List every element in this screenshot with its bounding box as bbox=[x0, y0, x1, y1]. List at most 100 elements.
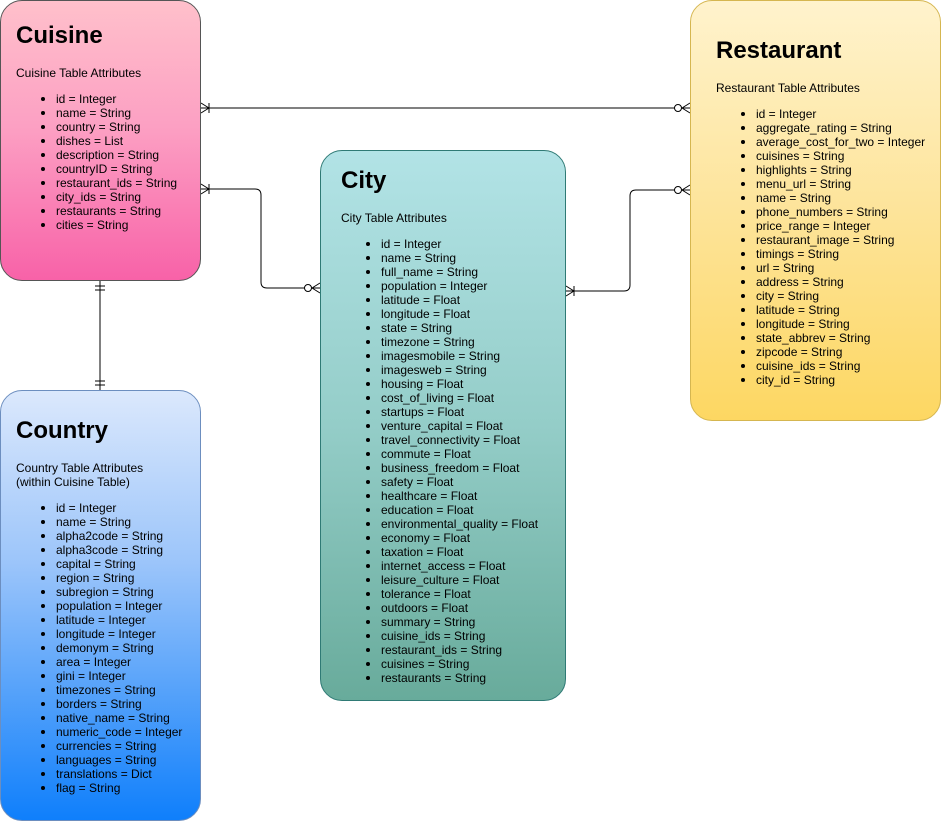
attribute-item: healthcare = Float bbox=[366, 489, 538, 503]
attribute-item: id = Integer bbox=[366, 237, 538, 251]
attribute-item: economy = Float bbox=[366, 531, 538, 545]
attribute-item: url = String bbox=[741, 261, 925, 275]
attribute-item: imagesmobile = String bbox=[366, 349, 538, 363]
attribute-item: capital = String bbox=[41, 557, 182, 571]
attribute-item: venture_capital = Float bbox=[366, 419, 538, 433]
attribute-item: id = Integer bbox=[741, 107, 925, 121]
attribute-item: address = String bbox=[741, 275, 925, 289]
attribute-item: numeric_code = Integer bbox=[41, 725, 182, 739]
attribute-item: name = String bbox=[741, 191, 925, 205]
country-title: Country bbox=[16, 417, 108, 444]
attribute-item: housing = Float bbox=[366, 377, 538, 391]
attribute-item: restaurants = String bbox=[41, 204, 177, 218]
attribute-item: price_range = Integer bbox=[741, 219, 925, 233]
attribute-item: native_name = String bbox=[41, 711, 182, 725]
attribute-item: highlights = String bbox=[741, 163, 925, 177]
attribute-item: timezone = String bbox=[366, 335, 538, 349]
attribute-item: gini = Integer bbox=[41, 669, 182, 683]
attribute-item: timings = String bbox=[741, 247, 925, 261]
cuisine-entity[interactable]: Cuisine Cuisine Table Attributes id = In… bbox=[0, 0, 201, 281]
attribute-item: area = Integer bbox=[41, 655, 182, 669]
attribute-item: state = String bbox=[366, 321, 538, 335]
attribute-item: description = String bbox=[41, 148, 177, 162]
attribute-item: timezones = String bbox=[41, 683, 182, 697]
attribute-item: restaurants = String bbox=[366, 671, 538, 685]
attribute-item: longitude = Integer bbox=[41, 627, 182, 641]
attribute-item: city = String bbox=[741, 289, 925, 303]
attribute-item: demonym = String bbox=[41, 641, 182, 655]
cuisine-restaurant-relation bbox=[200, 102, 691, 114]
attribute-item: cuisines = String bbox=[741, 149, 925, 163]
attribute-item: aggregate_rating = String bbox=[741, 121, 925, 135]
cuisine-title: Cuisine bbox=[16, 22, 103, 49]
attribute-item: region = String bbox=[41, 571, 182, 585]
attribute-item: startups = Float bbox=[366, 405, 538, 419]
attribute-item: alpha3code = String bbox=[41, 543, 182, 557]
attribute-item: name = String bbox=[366, 251, 538, 265]
attribute-item: phone_numbers = String bbox=[741, 205, 925, 219]
attribute-item: state_abbrev = String bbox=[741, 331, 925, 345]
attribute-item: full_name = String bbox=[366, 265, 538, 279]
attribute-item: name = String bbox=[41, 515, 182, 529]
attribute-item: business_freedom = Float bbox=[366, 461, 538, 475]
attribute-item: dishes = List bbox=[41, 134, 177, 148]
attribute-item: languages = String bbox=[41, 753, 182, 767]
cuisine-country-relation bbox=[95, 281, 105, 390]
attribute-item: cuisine_ids = String bbox=[741, 359, 925, 373]
attribute-item: population = Integer bbox=[366, 279, 538, 293]
attribute-item: country = String bbox=[41, 120, 177, 134]
cuisine-city-relation bbox=[200, 183, 321, 294]
restaurant-entity[interactable]: Restaurant Restaurant Table Attributes i… bbox=[690, 0, 941, 421]
country-subtitle: Country Table Attributes (within Cuisine… bbox=[16, 461, 144, 489]
attribute-item: latitude = String bbox=[741, 303, 925, 317]
country-entity[interactable]: Country Country Table Attributes (within… bbox=[0, 390, 201, 821]
attribute-item: countryID = String bbox=[41, 162, 177, 176]
attribute-item: name = String bbox=[41, 106, 177, 120]
attribute-item: zipcode = String bbox=[741, 345, 925, 359]
attribute-item: latitude = Float bbox=[366, 293, 538, 307]
attribute-item: environmental_quality = Float bbox=[366, 517, 538, 531]
attribute-item: flag = String bbox=[41, 781, 182, 795]
attribute-item: tolerance = Float bbox=[366, 587, 538, 601]
attribute-item: internet_access = Float bbox=[366, 559, 538, 573]
city-restaurant-relation bbox=[565, 184, 691, 297]
attribute-item: city_ids = String bbox=[41, 190, 177, 204]
attribute-item: cuisine_ids = String bbox=[366, 629, 538, 643]
attribute-item: id = Integer bbox=[41, 501, 182, 515]
cuisine-subtitle: Cuisine Table Attributes bbox=[16, 66, 142, 80]
attribute-item: translations = Dict bbox=[41, 767, 182, 781]
attribute-item: safety = Float bbox=[366, 475, 538, 489]
city-subtitle: City Table Attributes bbox=[341, 211, 447, 225]
attribute-item: summary = String bbox=[366, 615, 538, 629]
attribute-item: taxation = Float bbox=[366, 545, 538, 559]
attribute-item: average_cost_for_two = Integer bbox=[741, 135, 925, 149]
attribute-item: longitude = Float bbox=[366, 307, 538, 321]
attribute-item: leisure_culture = Float bbox=[366, 573, 538, 587]
attribute-item: subregion = String bbox=[41, 585, 182, 599]
attribute-item: commute = Float bbox=[366, 447, 538, 461]
attribute-item: restaurant_ids = String bbox=[41, 176, 177, 190]
attribute-item: imagesweb = String bbox=[366, 363, 538, 377]
attribute-item: menu_url = String bbox=[741, 177, 925, 191]
restaurant-subtitle: Restaurant Table Attributes bbox=[716, 81, 860, 95]
attribute-item: currencies = String bbox=[41, 739, 182, 753]
attribute-item: cost_of_living = Float bbox=[366, 391, 538, 405]
attribute-item: cities = String bbox=[41, 218, 177, 232]
attribute-item: alpha2code = String bbox=[41, 529, 182, 543]
attribute-item: city_id = String bbox=[741, 373, 925, 387]
attribute-item: travel_connectivity = Float bbox=[366, 433, 538, 447]
attribute-item: restaurant_image = String bbox=[741, 233, 925, 247]
attribute-item: outdoors = Float bbox=[366, 601, 538, 615]
city-title: City bbox=[341, 167, 387, 194]
attribute-item: borders = String bbox=[41, 697, 182, 711]
attribute-item: restaurant_ids = String bbox=[366, 643, 538, 657]
attribute-item: id = Integer bbox=[41, 92, 177, 106]
attribute-item: population = Integer bbox=[41, 599, 182, 613]
attribute-item: longitude = String bbox=[741, 317, 925, 331]
